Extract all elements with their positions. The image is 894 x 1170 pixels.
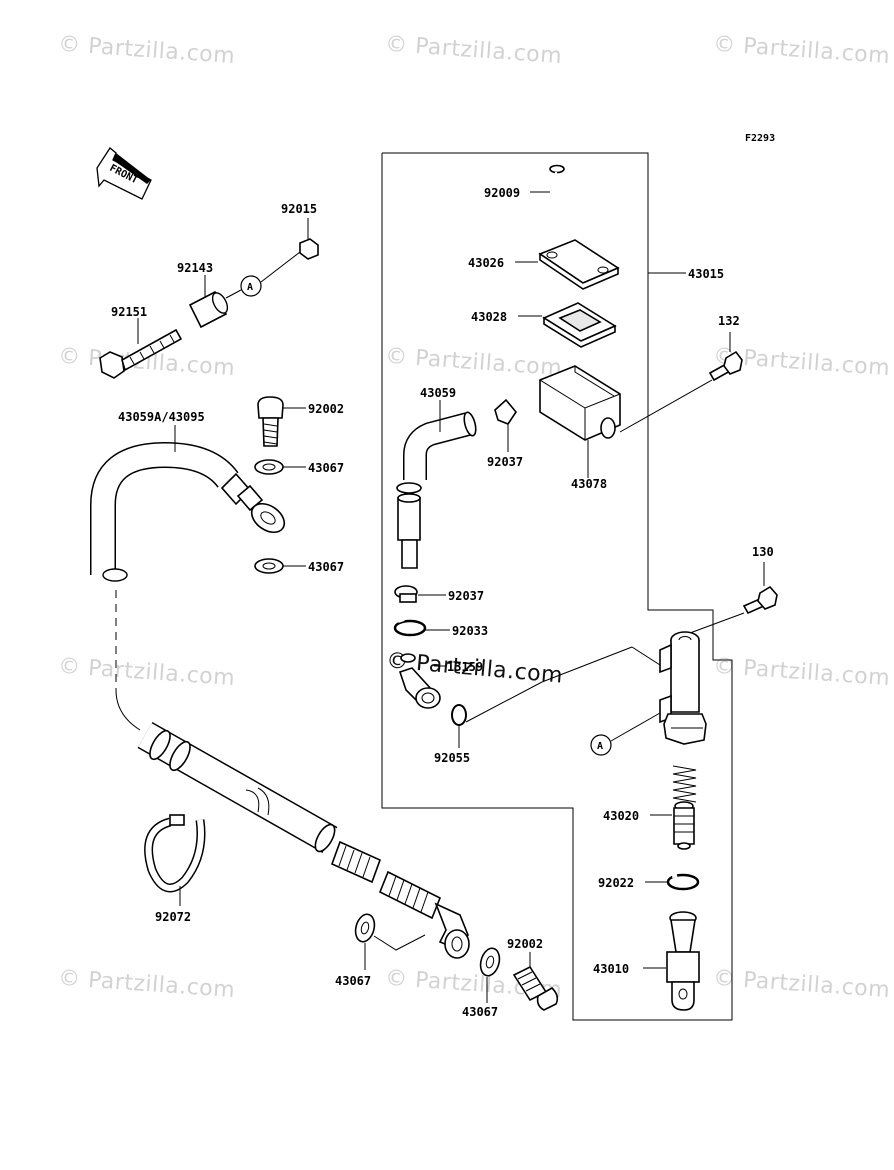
part-label-92037-1: 92037 bbox=[487, 455, 523, 469]
callout-a-right: A bbox=[590, 712, 661, 756]
part-label-92151: 92151 bbox=[111, 305, 147, 319]
reservoir-cap-43026 bbox=[515, 239, 620, 290]
callout-a-left: A bbox=[225, 251, 301, 299]
circlip-92033 bbox=[393, 617, 450, 637]
part-label-43010: 43010 bbox=[593, 962, 629, 976]
part-label-43067-3: 43067 bbox=[335, 974, 371, 988]
assembly-outline bbox=[381, 152, 733, 1021]
part-label-13159: 13159 bbox=[447, 660, 483, 674]
part-label-43028: 43028 bbox=[471, 310, 507, 324]
brake-hose-43059a bbox=[90, 425, 286, 582]
clip-92037-2 bbox=[394, 585, 446, 603]
diagram-code: F2293 bbox=[745, 133, 775, 144]
part-label-92015: 92015 bbox=[281, 202, 317, 216]
washer-43067-2 bbox=[254, 558, 306, 574]
part-label-43067-1: 43067 bbox=[308, 461, 344, 475]
part-label-132: 132 bbox=[718, 314, 740, 328]
part-label-92002-bottom: 92002 bbox=[507, 937, 543, 951]
part-label-92002-top: 92002 bbox=[308, 402, 344, 416]
bolt-130 bbox=[689, 562, 778, 634]
front-arrow-icon: FRONT bbox=[96, 147, 152, 200]
nut-92015 bbox=[299, 218, 319, 260]
circlip-92022 bbox=[645, 873, 700, 891]
master-cylinder-body-43078 bbox=[539, 365, 621, 478]
push-rod-43010 bbox=[643, 911, 700, 1011]
part-label-43067-4: 43067 bbox=[462, 1005, 498, 1019]
banjo-bolt-92002-top bbox=[257, 396, 306, 447]
svg-text:A: A bbox=[247, 282, 253, 293]
washer-43067-3 bbox=[354, 913, 426, 970]
o-ring-92055 bbox=[451, 681, 543, 748]
part-label-92022: 92022 bbox=[598, 876, 634, 890]
spring-piston-43020 bbox=[650, 765, 697, 850]
part-label-43026: 43026 bbox=[468, 256, 504, 270]
part-label-92037-2: 92037 bbox=[448, 589, 484, 603]
banjo-bolt-92002-bottom bbox=[512, 952, 559, 1011]
part-label-43059a-43095: 43059A/43095 bbox=[118, 410, 205, 424]
washer-43067-1 bbox=[254, 459, 306, 475]
bolt-132 bbox=[619, 332, 743, 433]
screw-92009 bbox=[530, 164, 565, 217]
part-label-43078: 43078 bbox=[571, 477, 607, 491]
collar-92143 bbox=[188, 275, 229, 329]
part-label-130: 130 bbox=[752, 545, 774, 559]
washer-43067-4 bbox=[479, 947, 501, 1003]
part-label-92009: 92009 bbox=[484, 186, 520, 200]
part-label-43015: 43015 bbox=[688, 267, 724, 281]
clip-92037-1 bbox=[494, 398, 517, 452]
bolt-92151 bbox=[99, 318, 183, 379]
part-label-43020: 43020 bbox=[603, 809, 639, 823]
svg-text:A: A bbox=[597, 741, 603, 752]
part-label-43067-2: 43067 bbox=[308, 560, 344, 574]
part-label-92033: 92033 bbox=[452, 624, 488, 638]
master-cylinder-lower bbox=[541, 631, 707, 745]
part-label-92055: 92055 bbox=[434, 751, 470, 765]
brake-hose-lower bbox=[137, 721, 470, 959]
diaphragm-43028 bbox=[518, 302, 617, 348]
fitting-13159 bbox=[398, 653, 446, 709]
reservoir-hose-43059 bbox=[396, 400, 477, 569]
part-label-92072: 92072 bbox=[155, 910, 191, 924]
clamp-92072 bbox=[144, 814, 206, 906]
part-label-92143: 92143 bbox=[177, 261, 213, 275]
part-label-43059: 43059 bbox=[420, 386, 456, 400]
part-labels: 92015 92143 92151 92002 43059A/43095 430… bbox=[111, 186, 774, 1019]
